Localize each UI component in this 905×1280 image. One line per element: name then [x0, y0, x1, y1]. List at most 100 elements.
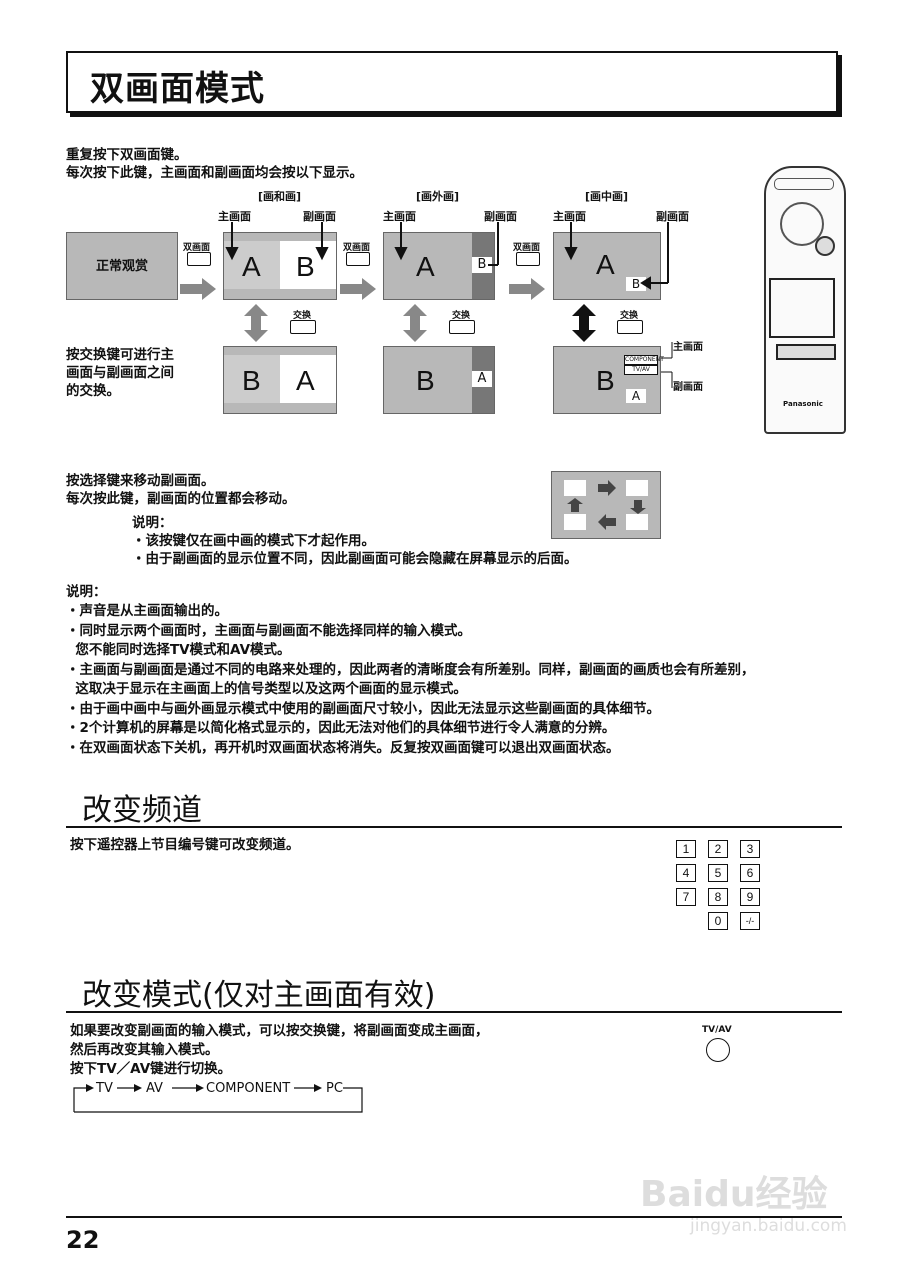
key-7: 7: [676, 888, 696, 906]
select-text-2: 每次按此键，副画面的位置都会移动。: [66, 491, 296, 507]
screen-letter: A: [416, 251, 435, 282]
key-6: 6: [740, 864, 760, 882]
swap-arrow-icon: [572, 304, 596, 342]
osd-component: COMPONENT: [624, 355, 664, 365]
swap-button-icon: [290, 320, 316, 334]
screen-letter: A: [596, 249, 615, 280]
sub-label: 副画面: [656, 210, 689, 223]
key-5: 5: [708, 864, 728, 882]
note-item: ・由于画中画中与画外画显示模式中使用的副画面尺寸较小，因此无法显示这些副画面的具…: [66, 701, 660, 717]
screen-letter: B: [472, 257, 492, 273]
mode-label-pop: [画外画]: [416, 190, 460, 203]
watermark-brand: Baidu经验: [640, 1174, 828, 1215]
channel-text: 按下遥控器上节目编号键可改变频道。: [70, 837, 300, 853]
section-rule: [66, 1011, 842, 1013]
pop-screen-bottom: B A: [383, 346, 495, 414]
note-item: ・在双画面状态下关机，再开机时双画面状态将消失。反复按双画面键可以退出双画面状态…: [66, 740, 620, 756]
footer-rule: [66, 1216, 842, 1218]
dual-button-icon: [187, 252, 211, 266]
normal-screen: 正常观赏: [66, 232, 178, 300]
screen-letter: B: [416, 365, 435, 396]
intro-line-2: 每次按下此键，主画面和副画面均会按以下显示。: [66, 165, 363, 181]
key-2: 2: [708, 840, 728, 858]
dual-button-icon: [346, 252, 370, 266]
remote-control: Panasonic: [764, 166, 846, 434]
mode-text-3: 按下TV／AV键进行切换。: [70, 1061, 232, 1077]
main-label: 主画面: [383, 210, 416, 223]
swap-text-1: 按交换键可进行主: [66, 347, 174, 363]
right-arrow-icon: [509, 278, 545, 300]
screen-letter: A: [472, 371, 492, 387]
note-item: 这取决于显示在主画面上的信号类型以及这两个画面的显示模式。: [66, 681, 467, 697]
dpad-icon: [780, 202, 824, 246]
position-arrows: [567, 480, 646, 530]
tvav-button-label: TV/AV: [702, 1025, 732, 1035]
right-arrow-icon: [340, 278, 376, 300]
swap-button-label: 交换: [452, 311, 471, 321]
key-4: 4: [676, 864, 696, 882]
right-arrow-icon: [180, 278, 216, 300]
sub-label: 副画面: [303, 210, 336, 223]
dual-picture-diagram: [画和画] [画外画] [画中画] 主画面 副画面 主画面 副画面 主画面 副画…: [0, 0, 740, 430]
dual-button-icon: [516, 252, 540, 266]
page-title: 双画面模式: [90, 69, 265, 109]
pap-screen-top: A B: [223, 232, 337, 300]
note-item: ・2个计算机的屏幕是以简化格式显示的，因此无法对他们的具体细节进行令人满意的分辨…: [66, 720, 616, 736]
select-note-title: 说明：: [132, 515, 173, 531]
select-note-1: ・该按键仅在画中画的模式下才起作用。: [132, 533, 375, 549]
sub-label: 副画面: [484, 210, 517, 223]
tvav-button-icon: [706, 1038, 730, 1062]
section-heading-mode: 改变模式(仅对主画面有效): [82, 978, 436, 1013]
dual-button-label: 双画面: [513, 243, 541, 253]
swap-text-3: 的交换。: [66, 383, 120, 399]
dual-button-label: 双画面: [183, 243, 211, 253]
normal-label: 正常观赏: [95, 259, 148, 274]
swap-text-2: 画面与副画面之间: [66, 365, 174, 381]
remote-keypad: [769, 278, 835, 338]
screen-letter: A: [296, 365, 315, 396]
swap-arrow-icon: [403, 304, 427, 342]
pointer-lines: [225, 222, 673, 388]
note-item: ・主画面与副画面是通过不同的电路来处理的，因此两者的清晰度会有所差别。同样，副画…: [66, 662, 755, 678]
cycle-component: COMPONENT: [206, 1081, 291, 1096]
section-heading-channel: 改变频道: [82, 793, 202, 828]
swap-arrow-icon: [244, 304, 268, 342]
screen-letter: B: [626, 277, 646, 291]
dual-button-label: 双画面: [343, 243, 371, 253]
key-9: 9: [740, 888, 760, 906]
cycle-av: AV: [146, 1081, 163, 1096]
key-8: 8: [708, 888, 728, 906]
watermark-url: jingyan.baidu.com: [690, 1216, 847, 1236]
mode-text-2: 然后再改变其输入模式。: [70, 1042, 219, 1058]
notes-title: 说明：: [66, 584, 107, 600]
mode-label-pap: [画和画]: [258, 190, 302, 203]
screen-letter: B: [596, 365, 615, 396]
key-dash: -/-: [740, 912, 760, 930]
pip-screen-bottom: B A COMPONENT TV/AV: [553, 346, 664, 414]
swap-button-label: 交换: [620, 311, 639, 321]
sub-label: 副画面: [673, 382, 703, 393]
note-item: ・声音是从主画面输出的。: [66, 603, 228, 619]
mode-text-1: 如果要改变副画面的输入模式，可以按交换键，将副画面变成主画面，: [70, 1023, 489, 1039]
osd-tvav: TV/AV: [624, 365, 658, 375]
key-1: 1: [676, 840, 696, 858]
swap-button-icon: [617, 320, 643, 334]
cycle-tv: TV: [96, 1081, 113, 1096]
main-label: 主画面: [553, 210, 586, 223]
select-note-2: ・由于副画面的显示位置不同，因此副画面可能会隐藏在屏幕显示的后面。: [132, 551, 578, 567]
pip-position-diagram: [551, 471, 661, 539]
select-text-1: 按选择键来移动副画面。: [66, 473, 215, 489]
main-label: 主画面: [218, 210, 251, 223]
note-item: 您不能同时选择TV模式和AV模式。: [66, 642, 291, 658]
section-rule: [66, 826, 842, 828]
key-0: 0: [708, 912, 728, 930]
key-3: 3: [740, 840, 760, 858]
main-label: 主画面: [673, 342, 703, 353]
screen-letter: A: [626, 389, 646, 403]
screen-letter: B: [242, 365, 261, 396]
remote-brand: Panasonic: [783, 400, 823, 408]
mode-label-pip: [画中画]: [585, 190, 629, 203]
intro-line-1: 重复按下双画面键。: [66, 147, 188, 163]
page-title-box: 双画面模式: [66, 51, 838, 113]
pap-screen-bottom: B A: [223, 346, 337, 414]
